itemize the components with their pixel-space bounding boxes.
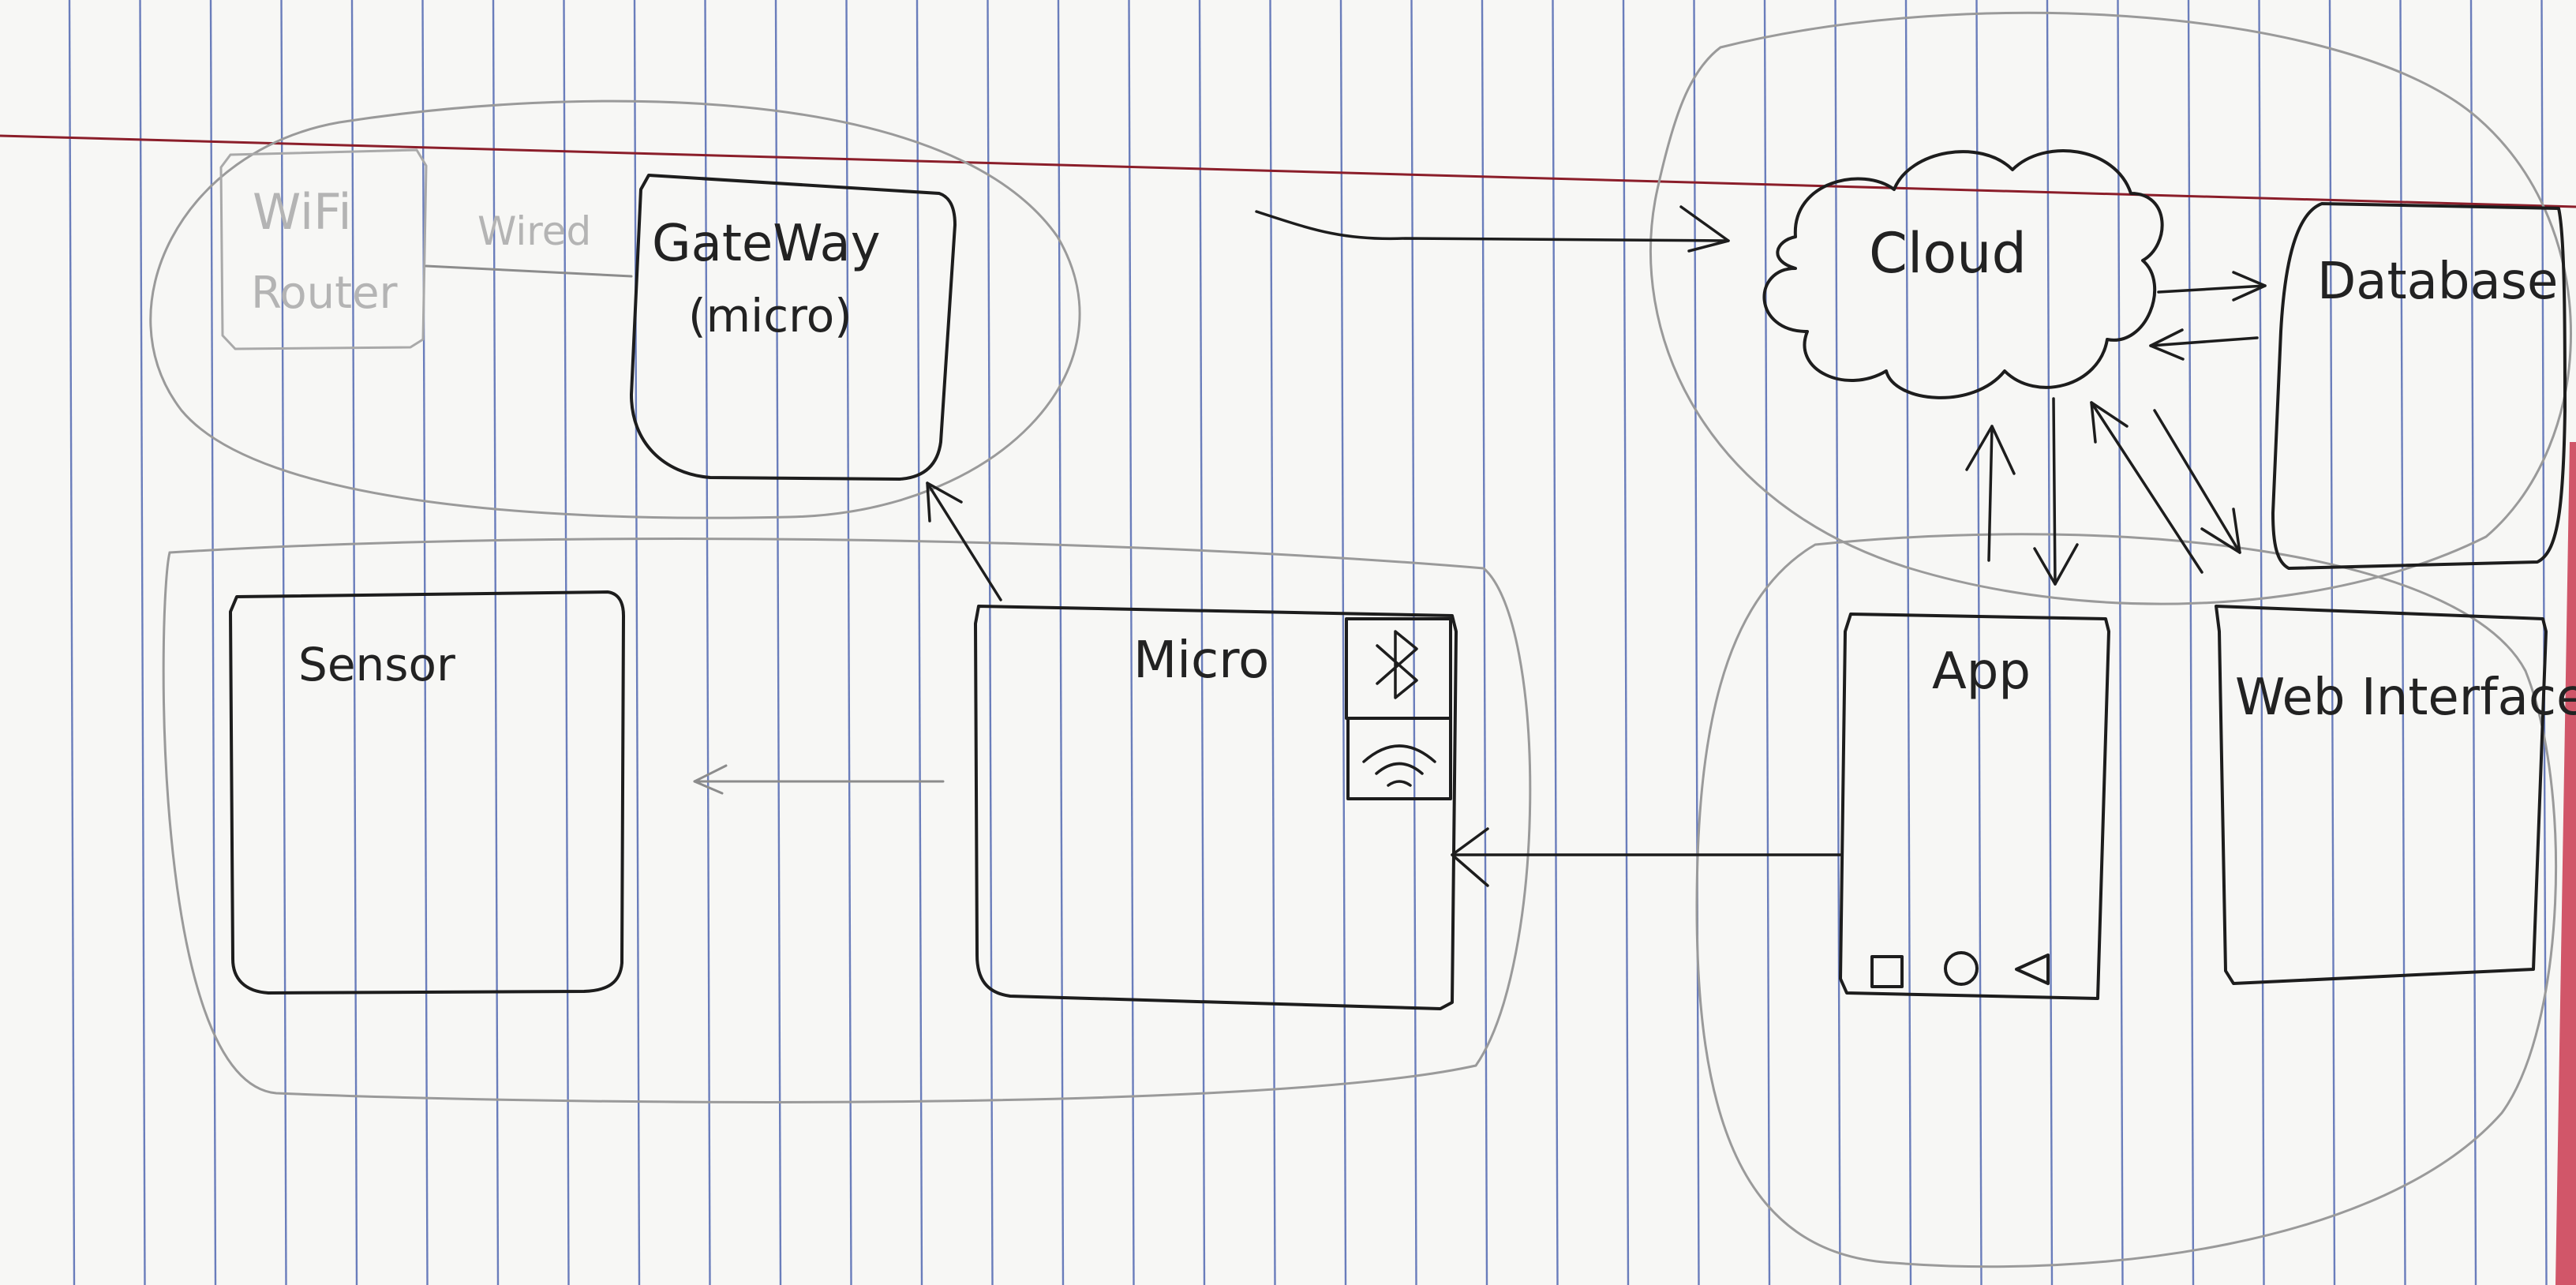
- margin-line: [0, 134, 2576, 208]
- router-gateway-link: Wired: [425, 208, 633, 278]
- cloud-label: Cloud: [1869, 221, 2027, 286]
- circle-icon: [1944, 951, 1979, 986]
- paper-ruling-line: [1552, 0, 1559, 1285]
- paper-rulings: [68, 0, 2548, 1285]
- app-to-cloud-arrow: [1965, 425, 2016, 562]
- wifi-router-label-line2: Router: [251, 268, 399, 319]
- paper-ruling-line: [633, 0, 641, 1285]
- cloud-to-app-arrow: [2033, 397, 2079, 586]
- wifi-icon: [1362, 744, 1436, 787]
- paper-ruling-line: [280, 0, 287, 1285]
- paper-ruling-line: [1481, 0, 1488, 1285]
- cloud-shape: [1762, 149, 2164, 399]
- paper-ruling-line: [2469, 0, 2477, 1285]
- paper-ruling-line: [1339, 0, 1347, 1285]
- web-interface-box: [2215, 605, 2548, 985]
- paper-ruling-line: [2117, 0, 2124, 1285]
- gateway-group-outline: [149, 99, 1081, 519]
- paper-ruling-line: [704, 0, 711, 1285]
- paper-ruling-line: [1763, 0, 1771, 1285]
- sensor-label: Sensor: [298, 638, 455, 691]
- wifi-router-node: WiFi Router: [219, 148, 428, 350]
- paper-ruling-line: [209, 0, 217, 1285]
- paper-ruling-line: [2046, 0, 2054, 1285]
- triangle-icon: [2015, 953, 2050, 985]
- paper-ruling-line: [915, 0, 923, 1285]
- paper-ruling-line: [1693, 0, 1700, 1285]
- wifi-router-label-line1: WiFi: [253, 183, 352, 241]
- square-icon: [1870, 955, 1904, 988]
- cloud-to-database-arrow: [2157, 271, 2267, 302]
- app-web-group-outline: [1695, 533, 2558, 1268]
- wired-link-label: Wired: [477, 208, 591, 254]
- paper-ruling-line: [845, 0, 852, 1285]
- gateway-label-line2: (micro): [688, 289, 852, 343]
- wired-link-line: [425, 264, 633, 278]
- paper-ruling-line: [987, 0, 994, 1285]
- wifi-router-box: [219, 148, 428, 350]
- web-interface-label: Web Interface: [2235, 669, 2576, 727]
- database-to-cloud-arrow: [2149, 328, 2259, 361]
- wifi-icon-frame: [1346, 717, 1452, 800]
- paper-ruling-line: [1410, 0, 1417, 1285]
- paper-ruling-line: [1057, 0, 1065, 1285]
- paper-ruling-line: [2328, 0, 2336, 1285]
- micro-to-gateway-arrow: [926, 481, 1002, 601]
- web-interface-node: Web Interface: [2215, 605, 2576, 985]
- app-label: App: [1932, 642, 2031, 701]
- web-to-cloud-arrow: [2090, 401, 2203, 574]
- micro-to-sensor-arrow: [693, 764, 945, 795]
- sensor-box: [229, 590, 625, 995]
- database-node: Database: [2271, 202, 2567, 570]
- database-label: Database: [2317, 253, 2558, 311]
- bluetooth-icon: [1376, 630, 1418, 699]
- gateway-node: GateWay (micro): [630, 174, 957, 481]
- micro-box: [974, 605, 1458, 1010]
- paper-ruling-line: [1904, 0, 1912, 1285]
- paper-ruling-line: [2399, 0, 2406, 1285]
- gateway-to-cloud-arrow: [1255, 205, 1730, 253]
- paper-ruling-line: [2187, 0, 2195, 1285]
- paper-ruling-line: [563, 0, 570, 1285]
- micro-node: Micro: [974, 605, 1458, 1010]
- paper-ruling-line: [774, 0, 782, 1285]
- paper-ruling-line: [421, 0, 429, 1285]
- cloud-node: Cloud: [1762, 149, 2164, 399]
- cloud-to-web-arrow: [2153, 409, 2241, 554]
- paper-torn-edge: [2555, 442, 2576, 1285]
- app-box: [1839, 613, 2110, 1000]
- gateway-label-line1: GateWay: [652, 215, 881, 273]
- sensor-micro-group-outline: [162, 538, 1532, 1103]
- micro-label: Micro: [1133, 631, 1269, 690]
- paper-ruling-line: [1834, 0, 1841, 1285]
- paper-ruling-line: [350, 0, 358, 1285]
- cloud-group-outline: [1649, 11, 2572, 605]
- app-node: App: [1839, 613, 2110, 1000]
- gateway-box: [630, 174, 957, 481]
- paper-ruling-line: [1622, 0, 1630, 1285]
- paper-ruling-line: [68, 0, 76, 1285]
- paper-ruling-line: [2258, 0, 2265, 1285]
- paper-ruling-line: [139, 0, 146, 1285]
- sensor-node: Sensor: [229, 590, 625, 995]
- paper-ruling-line: [1975, 0, 1983, 1285]
- paper-ruling-line: [1269, 0, 1276, 1285]
- paper-ruling-line: [492, 0, 500, 1285]
- paper-ruling-line: [1198, 0, 1206, 1285]
- app-to-micro-arrow: [1451, 827, 1842, 887]
- database-box: [2271, 202, 2567, 570]
- paper-ruling-line: [1128, 0, 1135, 1285]
